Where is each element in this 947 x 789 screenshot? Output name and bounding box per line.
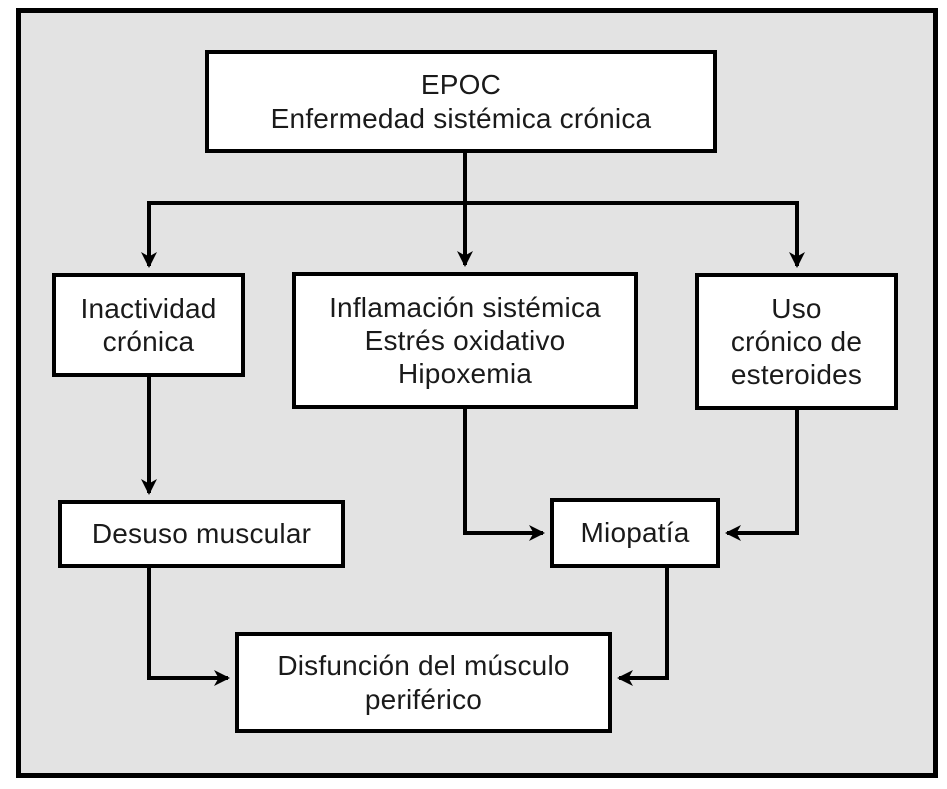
- node-desuso-muscular: Desuso muscular: [58, 500, 345, 568]
- node-inflamacion-line1: Inflamación sistémica: [329, 291, 601, 323]
- node-epoc: EPOC Enfermedad sistémica crónica: [205, 50, 717, 153]
- node-disfuncion-line2: periférico: [364, 683, 483, 715]
- node-miopatia: Miopatía: [550, 498, 720, 568]
- node-disfuncion-line1: Disfunción del músculo: [277, 650, 570, 682]
- node-disfuncion-musculo-periferico: Disfunción del músculo periférico: [235, 632, 612, 733]
- node-esteroides-line2: crónico de: [730, 325, 863, 357]
- connector-desuso-disfuncion: [147, 566, 230, 686]
- node-epoc-line1: EPOC: [420, 69, 502, 101]
- node-epoc-line2: Enfermedad sistémica crónica: [270, 102, 652, 134]
- connector-inflamacion-miopatia: [463, 407, 545, 541]
- connector-esteroides-miopatia: [725, 408, 799, 541]
- node-esteroides-line1: Uso: [771, 292, 822, 324]
- node-desuso-line1: Desuso muscular: [91, 518, 312, 550]
- connector-miopatia-disfuncion: [617, 566, 669, 686]
- node-inactividad-line2: crónica: [102, 326, 195, 357]
- node-uso-cronico-esteroides: Uso crónico de esteroides: [695, 273, 898, 410]
- node-inactividad-line1: Inactividad: [80, 292, 217, 324]
- node-inflamacion-sistemica: Inflamación sistémica Estrés oxidativo H…: [292, 272, 638, 409]
- node-inflamacion-line3: Hipoxemia: [397, 358, 533, 390]
- node-inflamacion-line2: Estrés oxidativo: [364, 324, 566, 356]
- node-miopatia-line1: Miopatía: [580, 517, 690, 549]
- node-inactividad-cronica: Inactividad crónica: [52, 273, 245, 377]
- node-esteroides-line3: esteroides: [730, 359, 863, 391]
